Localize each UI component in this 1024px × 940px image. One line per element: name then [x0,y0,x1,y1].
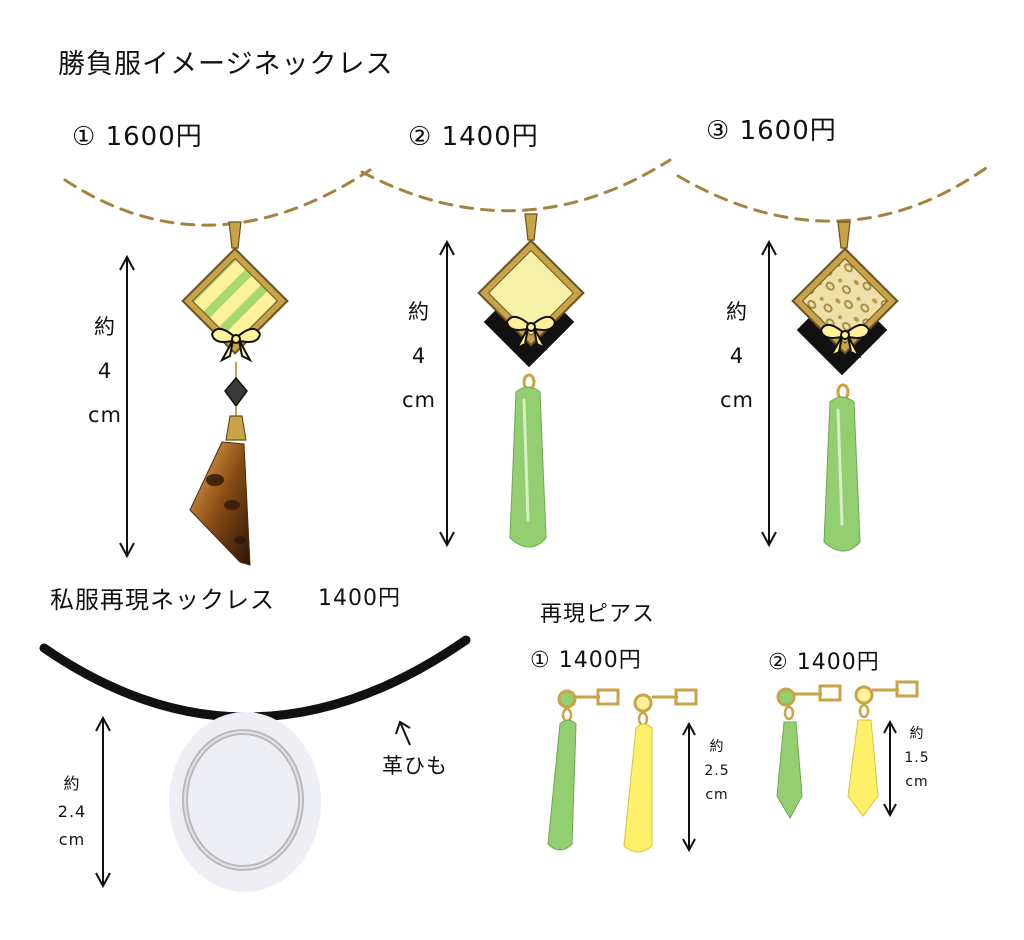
top-section-title: 勝負服イメージネックレス [58,49,394,80]
cord-pointer-arrow-icon [395,720,411,746]
tassel-cap-icon [225,415,247,441]
green-earring [776,684,842,820]
black-bead-icon [224,362,248,418]
leather-cord-label: 革ひも [382,754,448,778]
size-arrow-icon [761,239,777,548]
yellow-earring [847,680,919,817]
bow-icon [505,315,557,351]
necklace-3-label: ③ 1600円 [706,116,837,146]
green-drop [823,396,861,552]
stripe-pendant [181,247,289,355]
earring-2-size-label: 約 1.5 cm [904,726,930,790]
size-arrow-icon [439,239,455,548]
tortoise-drop [189,441,251,566]
necklace-2 [439,213,585,548]
private-necklace-title: 私服再現ネックレス [50,586,275,614]
bail-icon [524,213,538,241]
green-drop [509,386,547,548]
private-necklace [39,635,471,892]
necklace-2-label: ② 1400円 [408,122,539,152]
necklace-3 [761,221,899,552]
bow-icon [819,323,871,359]
necklace-2-size-label: 約 4 cm [402,300,437,412]
yellow-pendant [477,239,585,347]
necklace-3-size-label: 約 4 cm [720,300,755,412]
leather-cord [39,635,471,722]
bow-icon [210,327,262,363]
size-arrow-icon [883,719,897,818]
silver-ring [169,712,321,892]
size-arrow-icon [119,254,135,559]
private-necklace-price: 1400円 [318,586,401,611]
earring-2-label: ② 1400円 [768,650,880,675]
yellow-earring [623,688,698,853]
green-earring [547,688,620,851]
earring-1 [547,688,698,853]
chain-lines [63,158,988,227]
necklace-1-label: ① 1600円 [72,122,203,152]
necklace-1 [119,221,289,566]
earrings-title: 再現ピアス [540,602,656,627]
earring-1-size-label: 約 2.5 cm [704,739,730,803]
size-arrow-icon [682,721,696,853]
bail-icon [837,221,851,249]
private-necklace-size-label: 約 2.4 cm [57,774,87,849]
bail-icon [228,221,242,249]
size-arrow-icon [95,715,111,889]
earring-1-label: ① 1400円 [530,648,642,673]
necklace-1-size-label: 約 4 cm [88,315,123,427]
leopard-pendant [791,247,899,355]
earring-2 [776,680,919,820]
